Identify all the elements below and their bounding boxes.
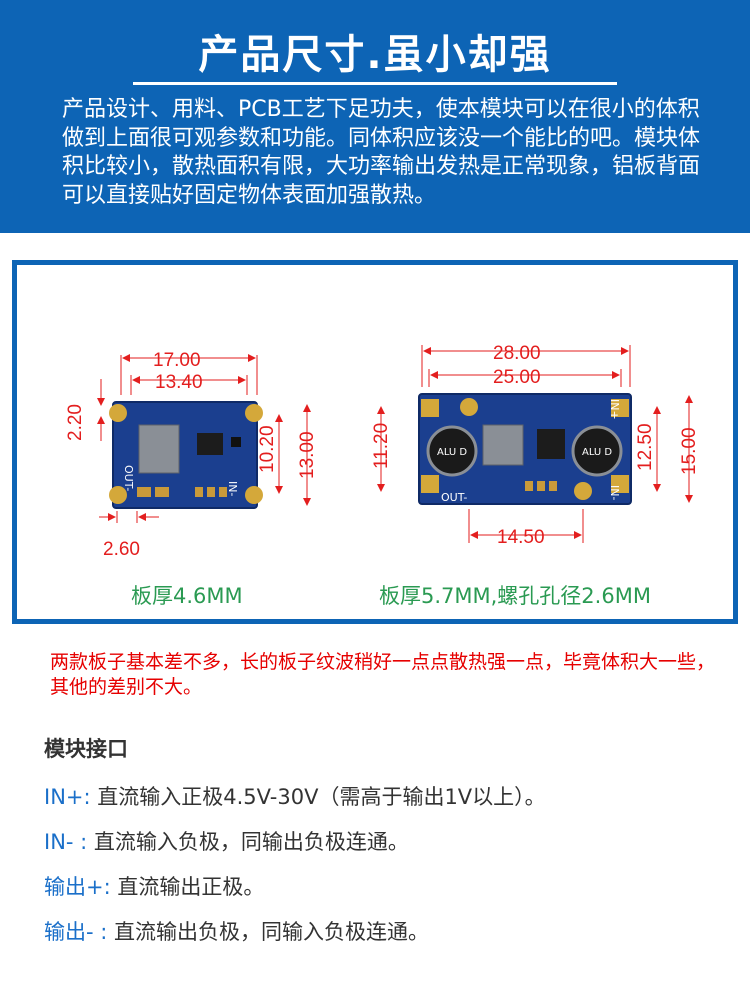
chip-icon bbox=[197, 433, 223, 455]
out-label: OUT- bbox=[122, 465, 135, 491]
comparison-note: 两款板子基本差不多，长的板子纹波稍好一点点散热强一点，毕竟体积大一些，其他的差别… bbox=[50, 651, 716, 698]
small-board-dimensions: 17.00 13.40 2.20 10.20 13.00 2.60 bbox=[65, 350, 318, 560]
out-label: OUT- bbox=[441, 491, 467, 504]
dim-height-inner: 10.20 bbox=[257, 425, 278, 473]
dim-height-left: 11.20 bbox=[371, 423, 392, 469]
capacitor-icon bbox=[426, 425, 478, 477]
capacitor-icon bbox=[571, 425, 623, 477]
interface-row-out-minus: 输出- : 直流输出负极，同输入负极连通。 bbox=[44, 916, 429, 946]
pin-description: 直流输入正极4.5V-30V（需高于输出1V以上）。 bbox=[90, 785, 546, 809]
in-plus-label: IN+ bbox=[608, 399, 621, 420]
header-description: 产品设计、用料、PCB工艺下足功夫，使本模块可以在很小的体积做到上面很可观参数和… bbox=[62, 97, 701, 208]
large-board-pcb bbox=[418, 393, 632, 505]
diode-icon bbox=[231, 437, 241, 447]
page-title: 产品尺寸.虽小却强 bbox=[198, 32, 552, 78]
pin-label: IN- : bbox=[44, 830, 88, 854]
pad-icon bbox=[245, 404, 263, 422]
in-label: IN- bbox=[226, 481, 239, 496]
cap-label: ALU D bbox=[437, 447, 467, 458]
interface-title: 模块接口 bbox=[44, 737, 128, 761]
pin-label: 输出- : bbox=[44, 920, 108, 944]
dimension-diagram-panel: OUT- IN- 17.00 13.40 2.20 10.20 13.00 2.… bbox=[12, 260, 738, 624]
dim-height-left: 2.20 bbox=[65, 404, 86, 441]
pad-icon bbox=[245, 486, 263, 504]
pad-icon bbox=[109, 404, 127, 422]
small-board-caption: 板厚4.6MM bbox=[131, 584, 243, 608]
dim-length-inner: 13.40 bbox=[155, 372, 203, 393]
title-underline bbox=[133, 82, 617, 85]
dim-height-outer: 13.00 bbox=[297, 431, 318, 479]
header-banner: 产品尺寸.虽小却强 产品设计、用料、PCB工艺下足功夫，使本模块可以在很小的体积… bbox=[0, 0, 750, 233]
interface-row-out-plus: 输出+: 直流输出正极。 bbox=[44, 871, 264, 901]
dim-height-inner: 12.50 bbox=[635, 423, 656, 471]
small-board: OUT- IN- bbox=[109, 401, 263, 509]
interface-row-in-minus: IN- : 直流输入负极，同输出负极连通。 bbox=[44, 826, 409, 856]
dim-length-outer: 28.00 bbox=[493, 343, 541, 364]
dim-length-inner: 25.00 bbox=[493, 367, 541, 388]
large-board: ALU D ALU D OUT- IN+ IN- bbox=[418, 393, 632, 505]
chip-icon bbox=[537, 429, 565, 459]
in-minus-label: IN- bbox=[608, 485, 621, 500]
screw-hole-icon bbox=[574, 482, 592, 500]
dim-bottom: 14.50 bbox=[497, 527, 545, 548]
dim-height-outer: 15.00 bbox=[679, 427, 700, 475]
dimension-drawing: OUT- IN- 17.00 13.40 2.20 10.20 13.00 2.… bbox=[65, 343, 700, 560]
pad-icon bbox=[109, 486, 127, 504]
dim-length-outer: 17.00 bbox=[153, 350, 201, 371]
cap-label: ALU D bbox=[582, 447, 612, 458]
large-board-caption: 板厚5.7MM,螺孔孔径2.6MM bbox=[379, 584, 651, 608]
screw-hole-icon bbox=[460, 398, 478, 416]
inductor-icon bbox=[482, 424, 524, 466]
dim-bottom: 2.60 bbox=[103, 539, 140, 560]
large-board-dimensions: 28.00 25.00 11.20 12.50 15.00 14.50 bbox=[371, 343, 700, 548]
pin-description: 直流输出负极，同输入负极连通。 bbox=[107, 920, 430, 944]
pin-description: 直流输出正极。 bbox=[110, 875, 265, 899]
inductor-icon bbox=[138, 424, 180, 474]
pin-description: 直流输入负极，同输出负极连通。 bbox=[87, 830, 409, 854]
pin-label: IN+: bbox=[44, 785, 91, 809]
interface-row-in-plus: IN+: 直流输入正极4.5V-30V（需高于输出1V以上）。 bbox=[44, 781, 546, 811]
pin-label: 输出+: bbox=[44, 875, 111, 899]
